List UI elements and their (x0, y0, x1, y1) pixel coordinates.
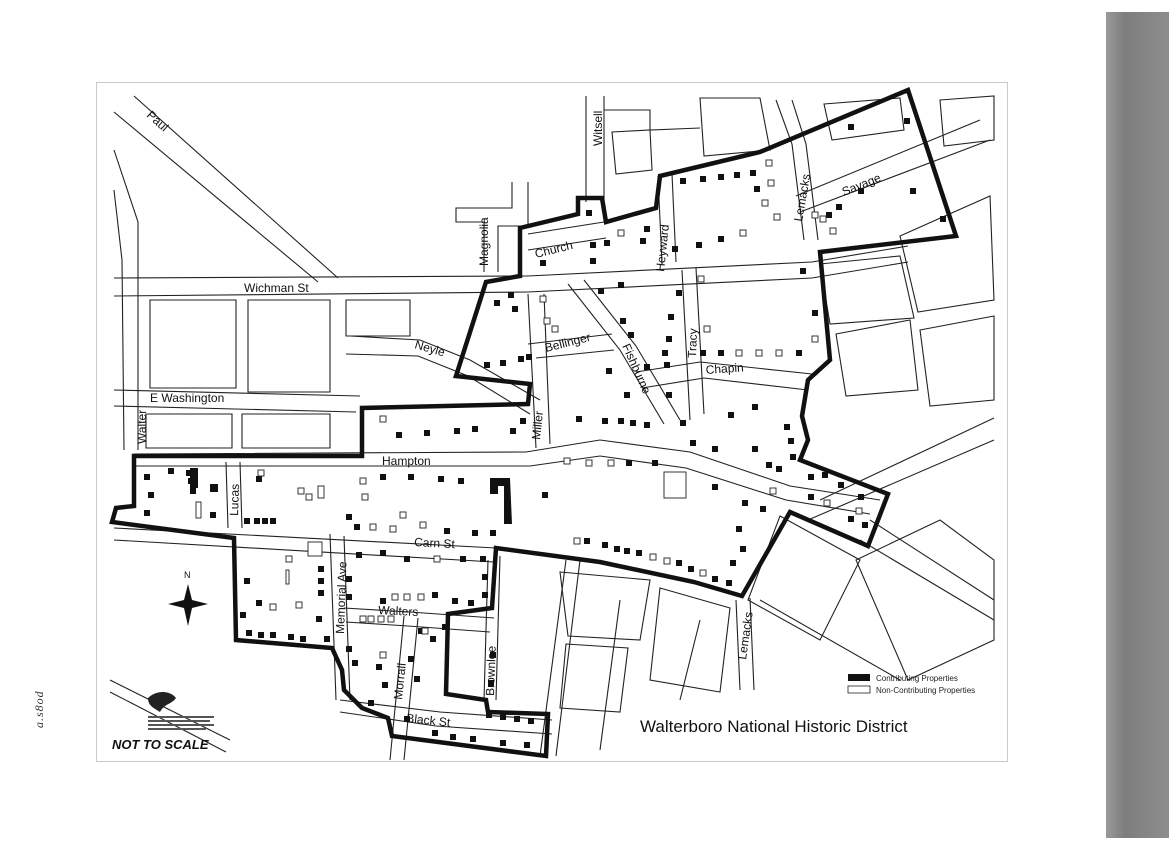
street-label-chapin: Chapin (705, 360, 744, 377)
legend-swatch-non-contributing (847, 685, 871, 694)
north-arrow-icon (168, 584, 208, 626)
bird-emblem-icon (148, 692, 176, 712)
not-to-scale-label: NOT TO SCALE (112, 737, 209, 752)
street-label-memorial-ave: Memorial Ave (333, 561, 350, 634)
street-label-black: Black St (406, 711, 452, 730)
legend-label-contributing: Contributing Properties (876, 674, 958, 683)
north-label: N (184, 570, 191, 580)
contributing-properties (144, 118, 946, 748)
street-label-carn: Carn St (414, 535, 456, 551)
scan-edge (1106, 12, 1169, 838)
street-label-e-washington: E Washington (150, 391, 224, 405)
legend-label-non-contributing: Non-Contributing Properties (876, 686, 975, 695)
non-contributing-properties (195, 159, 863, 659)
street-label-brownlee: Brownlee (483, 645, 499, 696)
street-label-lemacks-north: Lemacks (791, 173, 813, 223)
legend-swatch-contributing (848, 674, 870, 681)
street-label-bellinger: Bellinger (543, 330, 592, 355)
street-label-lemacks-south: Lemacks (735, 611, 756, 661)
street-label-hampton: Hampton (382, 454, 431, 468)
street-label-walters: Walters (378, 603, 419, 619)
road-network (109, 95, 995, 761)
map-legend: Contributing Properties Non-Contributing… (847, 674, 975, 695)
street-labels: Paul Witsell Magnolia Church Heyward Lem… (135, 108, 883, 730)
street-label-heyward: Heyward (653, 224, 672, 273)
street-label-magnolia: Magnolia (477, 217, 491, 266)
street-label-paul: Paul (144, 108, 171, 134)
street-label-walter: Walter (135, 410, 149, 444)
street-label-church: Church (533, 238, 574, 261)
street-label-miller: Miller (529, 410, 546, 440)
corner-emblem (148, 692, 214, 730)
street-label-wichman: Wichman St (244, 281, 309, 295)
north-arrow: N (168, 570, 208, 626)
map-frame (96, 82, 1008, 762)
map-title: Walterboro National Historic District (640, 717, 908, 736)
large-contributing-structures (190, 468, 512, 524)
district-boundary (109, 86, 959, 759)
street-label-tracy: Tracy (685, 328, 700, 358)
street-label-morrall: Morrall (391, 662, 409, 700)
street-label-witsell: Witsell (591, 111, 605, 146)
emblem-fine-print (148, 716, 214, 718)
street-label-lucas: Lucas (227, 484, 242, 517)
